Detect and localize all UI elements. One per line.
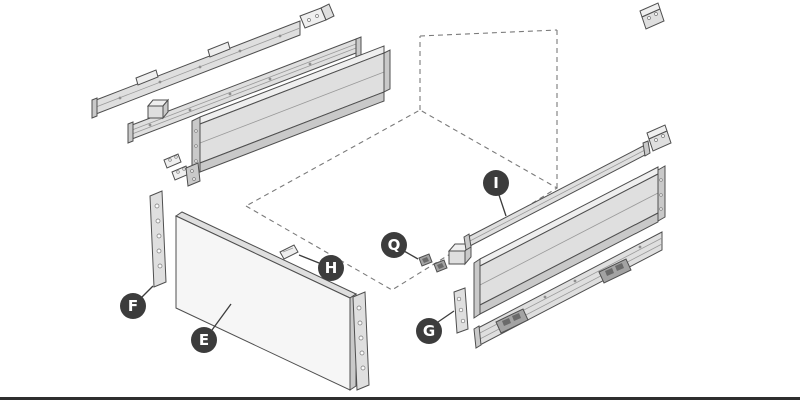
gallery-rail — [463, 140, 651, 251]
mounting-plates-left — [163, 153, 190, 181]
callout-F-letter: F — [128, 297, 138, 315]
front-connector-strip-right — [352, 291, 370, 391]
callout-E-badge — [191, 327, 217, 353]
fixing-clips — [418, 242, 473, 273]
front-connector-strip-left — [149, 190, 167, 288]
callout-Q-leader — [403, 250, 419, 260]
assembled-position-outline — [244, 29, 559, 291]
connector-block-left — [146, 98, 170, 120]
drawer-slide-right — [473, 231, 663, 349]
callout-H-letter: H — [325, 259, 338, 277]
callout-E: E — [191, 303, 232, 353]
front-panel — [174, 211, 358, 391]
callout-G: G — [416, 310, 455, 344]
callout-H: H — [298, 254, 344, 281]
bottom-border — [0, 397, 800, 400]
callout-Q-letter: Q — [388, 236, 401, 254]
corner-bracket-right — [646, 124, 672, 152]
callout-F-leader — [141, 285, 154, 298]
callout-I-badge — [483, 170, 509, 196]
callout-I: I — [483, 170, 509, 217]
drawer-side-panel-right — [473, 165, 666, 319]
callout-E-letter: E — [199, 331, 209, 349]
drawer-side-panel-left — [185, 45, 391, 187]
callout-F: F — [120, 285, 154, 319]
cover-cap — [279, 244, 299, 260]
callout-E-leader — [211, 303, 232, 331]
callout-I-letter: I — [493, 174, 499, 192]
callout-H-leader — [298, 254, 320, 264]
callout-Q-badge — [381, 232, 407, 258]
corner-bracket-top — [639, 2, 665, 30]
callouts: F E H Q G I — [120, 170, 509, 353]
cabinet-slides-left — [91, 3, 362, 144]
callout-I-leader — [498, 194, 507, 217]
callout-Q: Q — [381, 232, 419, 260]
rear-connector-bracket — [453, 287, 469, 334]
callout-G-leader — [437, 310, 455, 323]
callout-G-letter: G — [423, 322, 435, 340]
callout-H-badge — [318, 255, 344, 281]
callout-F-badge — [120, 293, 146, 319]
callout-G-badge — [416, 318, 442, 344]
